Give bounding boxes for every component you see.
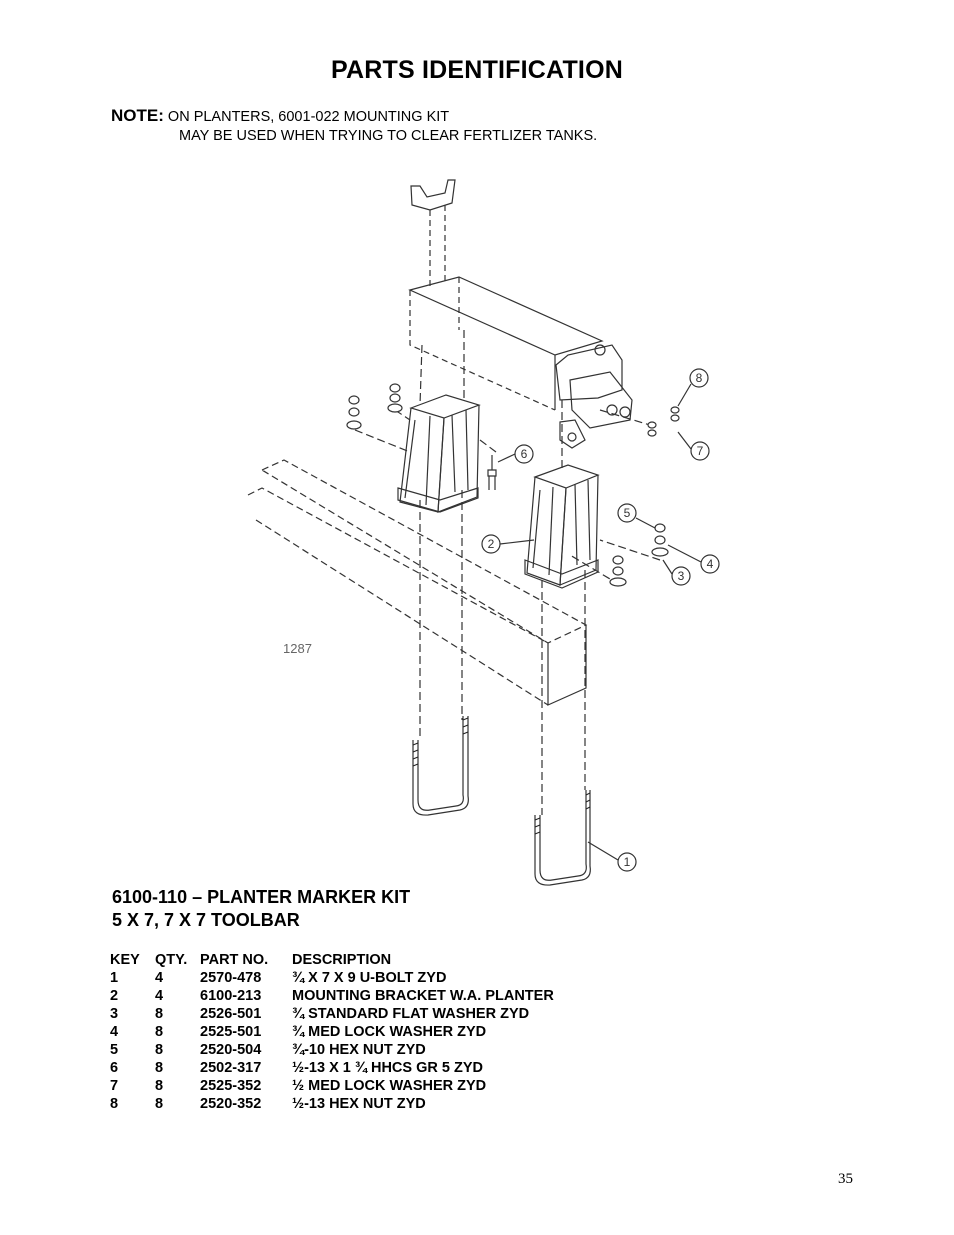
cell-part-no: 2520-504 [200,1042,262,1058]
cell-part-no: 2526-501 [200,1006,262,1022]
cell-key: 4 [110,1024,119,1040]
table-row: 5 8 2520-504 ¾-10 HEX NUT ZYD [110,1041,554,1059]
exploded-parts-drawing: 1 2 3 4 5 6 7 8 1287 [247,179,720,886]
table-row: 8 8 2520-352 ½-13 HEX NUT ZYD [110,1095,554,1113]
cell-key: 1 [110,970,119,986]
table-row: 3 8 2526-501 ¾ STANDARD FLAT WASHER ZYD [110,1005,554,1023]
cell-qty: 8 [155,1060,164,1076]
note-line-2: MAY BE USED WHEN TRYING TO CLEAR FERTLIZ… [179,128,598,144]
cell-qty: 8 [155,1078,164,1094]
kit-title: 6100-110 – PLANTER MARKER KIT 5 X 7, 7 X… [112,886,410,932]
callout-4: 4 [707,557,714,571]
cell-description: MOUNTING BRACKET W.A. PLANTER [292,988,554,1004]
table-row: 2 4 6100-213 MOUNTING BRACKET W.A. PLANT… [110,987,554,1005]
cell-part-no: 2525-501 [200,1024,262,1040]
cell-description: ½-13 X 1 ¾ HHCS GR 5 ZYD [292,1060,483,1076]
cell-description: ½-13 HEX NUT ZYD [292,1096,426,1112]
cell-part-no: 2502-317 [200,1060,262,1076]
cell-qty: 8 [155,1006,164,1022]
parts-table: KEY QTY. PART NO. DESCRIPTION 1 4 2570-4… [110,951,554,1113]
callout-1: 1 [624,855,631,869]
cell-key: 8 [110,1096,119,1112]
note-line-1: ON PLANTERS, 6001-022 MOUNTING KIT [167,109,450,125]
cell-description: ¾ STANDARD FLAT WASHER ZYD [292,1006,530,1022]
header-description: DESCRIPTION [292,952,392,968]
callout-8: 8 [696,371,703,385]
header-qty: QTY. [155,952,188,968]
header-part-no: PART NO. [200,952,269,968]
cell-key: 2 [110,988,119,1004]
cell-part-no: 2520-352 [200,1096,262,1112]
note-label: NOTE: [111,106,164,125]
table-row: 6 8 2502-317 ½-13 X 1 ¾ HHCS GR 5 ZYD [110,1059,554,1077]
callout-3: 3 [678,569,685,583]
table-row: 4 8 2525-501 ¾ MED LOCK WASHER ZYD [110,1023,554,1041]
kit-title-line-2: 5 X 7, 7 X 7 TOOLBAR [112,910,300,930]
page-title: PARTS IDENTIFICATION [331,56,623,84]
cell-part-no: 2525-352 [200,1078,262,1094]
cell-qty: 8 [155,1042,164,1058]
parts-table-header: KEY QTY. PART NO. DESCRIPTION [110,951,554,969]
header-key: KEY [110,952,140,968]
cell-part-no: 2570-478 [200,970,262,986]
kit-title-line-1: 6100-110 – PLANTER MARKER KIT [112,887,411,907]
drawing-ref-number: 1287 [283,641,312,656]
cell-key: 3 [110,1006,119,1022]
callout-7: 7 [697,444,704,458]
table-row: 1 4 2570-478 ¾ X 7 X 9 U-BOLT ZYD [110,969,554,987]
cell-qty: 4 [155,970,164,986]
callout-2: 2 [488,537,495,551]
cell-key: 5 [110,1042,119,1058]
note: NOTE: ON PLANTERS, 6001-022 MOUNTING KIT… [111,106,597,146]
cell-description: ¾ X 7 X 9 U-BOLT ZYD [292,970,447,986]
cell-qty: 8 [155,1096,164,1112]
callout-5: 5 [624,506,631,520]
cell-description: ½ MED LOCK WASHER ZYD [292,1078,487,1094]
cell-key: 7 [110,1078,119,1094]
table-row: 7 8 2525-352 ½ MED LOCK WASHER ZYD [110,1077,554,1095]
cell-key: 6 [110,1060,119,1076]
cell-part-no: 6100-213 [200,988,262,1004]
page-number: 35 [838,1171,853,1187]
cell-qty: 8 [155,1024,164,1040]
cell-description: ¾-10 HEX NUT ZYD [292,1042,426,1058]
callout-6: 6 [521,447,528,461]
cell-description: ¾ MED LOCK WASHER ZYD [292,1024,487,1040]
cell-qty: 4 [155,988,164,1004]
